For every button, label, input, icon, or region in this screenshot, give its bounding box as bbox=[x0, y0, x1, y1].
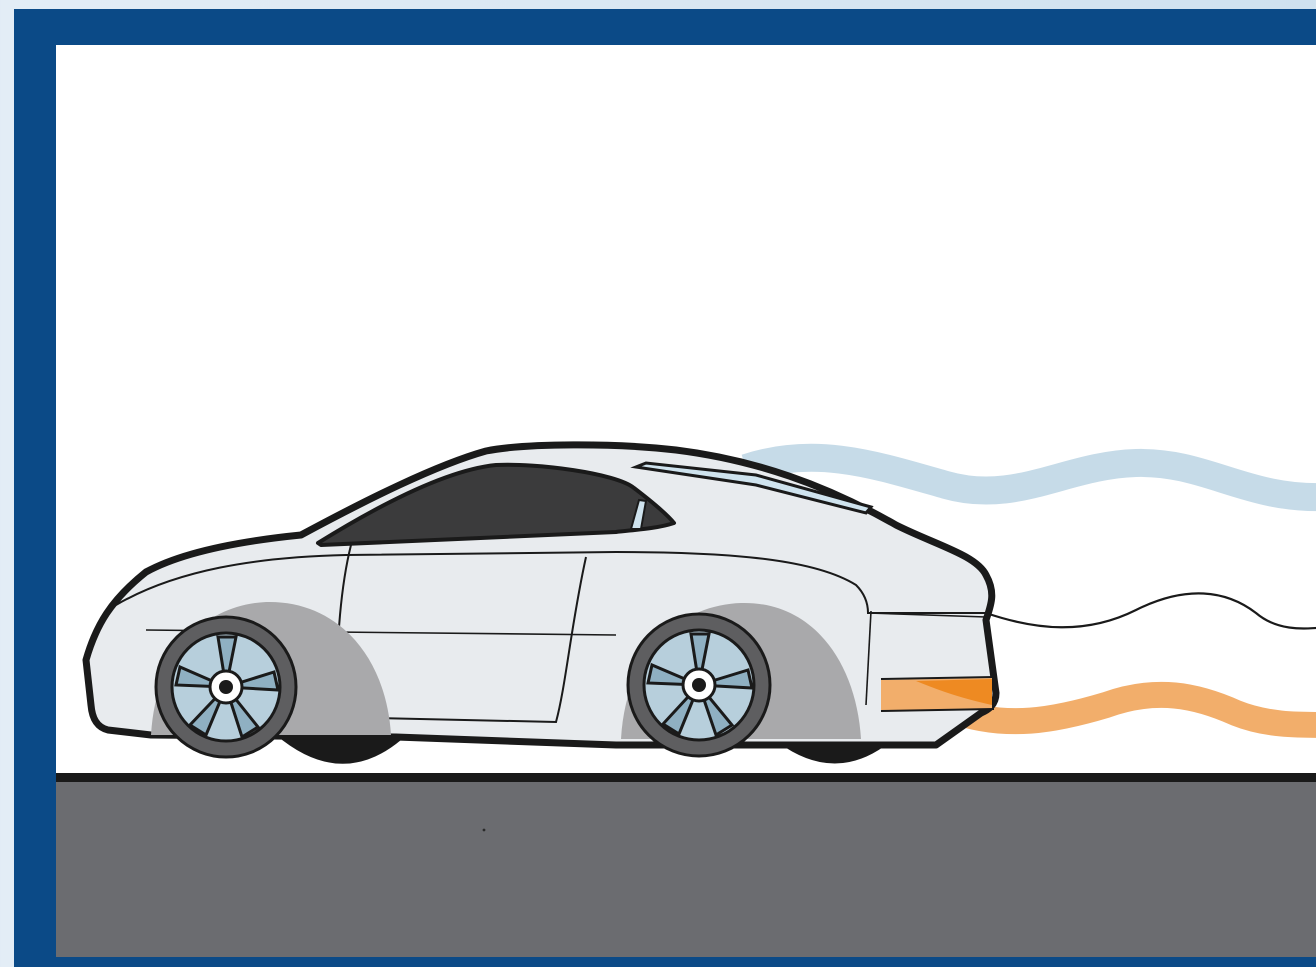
diagram-scene bbox=[56, 45, 1316, 957]
sports-car bbox=[86, 445, 996, 764]
road-speck bbox=[483, 829, 486, 832]
car-airflow-illustration bbox=[56, 45, 1316, 957]
diagram-frame bbox=[14, 9, 1316, 967]
road bbox=[56, 773, 1316, 957]
road-edge-line bbox=[56, 773, 1316, 782]
road-surface bbox=[56, 778, 1316, 957]
rear-hub-cap bbox=[692, 678, 706, 692]
front-wheel bbox=[156, 617, 296, 757]
airflow-bottom-stream bbox=[951, 695, 1316, 725]
front-hub-cap bbox=[219, 680, 233, 694]
airflow-middle-stream bbox=[986, 593, 1316, 628]
rear-wheel bbox=[628, 614, 770, 756]
